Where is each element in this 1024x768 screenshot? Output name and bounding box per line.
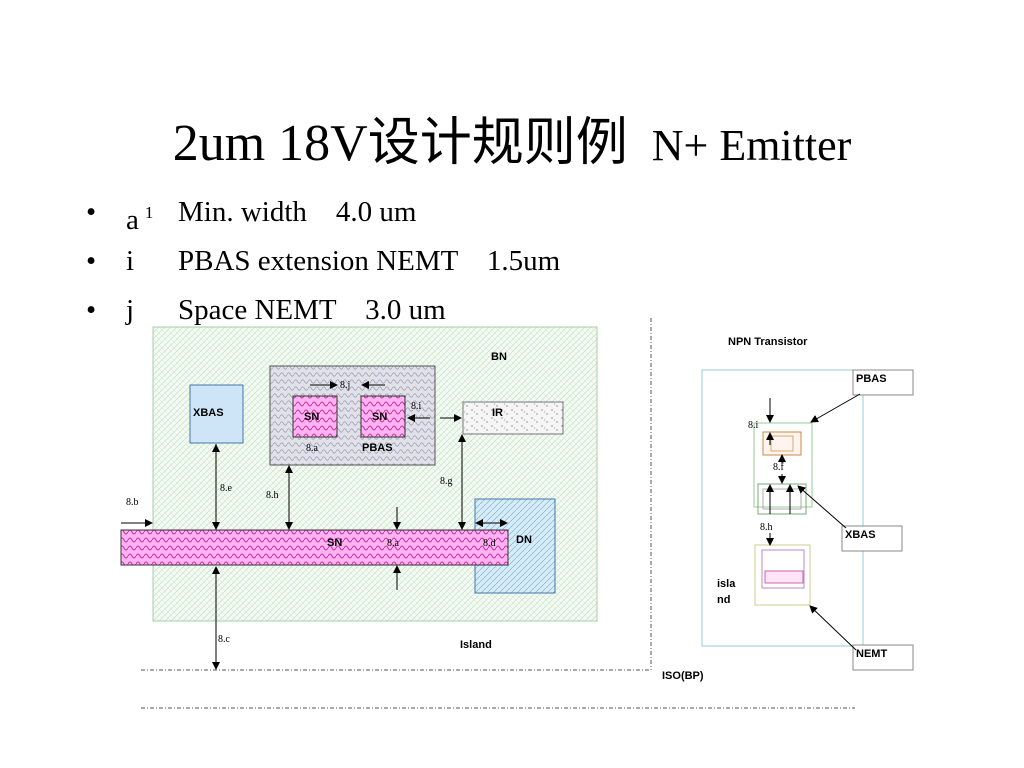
ir-box [462, 401, 564, 435]
dim-8a-bar-label: 8.a [387, 538, 400, 549]
dim-8b-label: 8.b [126, 497, 139, 508]
r-dim-8f-label: 8.f [773, 462, 785, 473]
title-sub: N+ Emitter [651, 121, 852, 170]
sn-bar-label: SN [327, 537, 342, 549]
npn-title: NPN Transistor [728, 336, 808, 348]
collector-outline [754, 544, 811, 606]
iso-label: ISO(BP) [662, 670, 704, 682]
xbas-pointer [797, 485, 847, 529]
pbas-label: PBAS [362, 442, 393, 454]
emitter-inner-1 [770, 435, 794, 452]
bullet-key: i [126, 237, 134, 286]
bullet-dot: • [86, 245, 97, 277]
bn-label: BN [491, 351, 507, 363]
pbas-pointer [810, 393, 861, 423]
bullet-text: Min. width 4.0 um [178, 196, 417, 228]
bullet-text: PBAS extension NEMT 1.5um [178, 245, 561, 277]
dim-8d-label: 8.d [483, 538, 496, 549]
bullet-key-letter: i [126, 245, 135, 277]
base-contact [757, 483, 807, 515]
dn-label: DN [516, 534, 532, 546]
sn-bar [120, 529, 509, 566]
left-layout: BN PBAS SN SN XBAS IR DN SN Island 8.j 8… [120, 318, 855, 709]
bullet-key-letter: a [126, 204, 139, 236]
bullet-dot: • [86, 196, 97, 228]
right-layout: NPN Transistor 8.i 8.f 8.h isla nd PBAS … [701, 336, 914, 671]
title-main: 2um 18V设计规则例 [172, 115, 628, 172]
bullet-key: j [126, 286, 134, 335]
collector-inner [761, 549, 805, 589]
nemt-callout-label: NEMT [856, 648, 887, 660]
dim-8h-label: 8.h [266, 490, 279, 501]
dim-8j-label: 8.j [340, 380, 350, 391]
island-label-right-1: isla [717, 578, 736, 590]
r-dim-8h-label: 8.h [760, 522, 773, 533]
sn-box-2 [360, 395, 406, 438]
xbas-label: XBAS [193, 407, 224, 419]
pbas-callout-label: PBAS [856, 373, 887, 385]
sn-box-1-label: SN [304, 411, 319, 423]
bullet-key-sup: 1 [144, 203, 154, 222]
sn-box-2-label: SN [372, 411, 387, 423]
dim-8i-label: 8.i [411, 401, 422, 412]
dim-8e-label: 8.e [220, 483, 233, 494]
bullet-key-letter: j [126, 294, 135, 326]
pbas-outline [753, 422, 813, 508]
sn-box-1 [292, 395, 338, 438]
island-outline [701, 369, 864, 647]
emitter-box-1 [762, 431, 802, 456]
island-label: Island [460, 639, 492, 651]
slide-title: 2um 18V设计规则例 N+ Emitter [0, 100, 1024, 175]
bullet-text: Space NEMT 3.0 um [178, 294, 446, 326]
island-label-right-2: nd [717, 594, 730, 606]
base-contact-inner [762, 488, 802, 510]
ir-label: IR [492, 407, 503, 419]
nemt-box [764, 570, 804, 584]
dim-8c-label: 8.c [218, 634, 231, 645]
bullet-dot: • [86, 294, 97, 326]
xbas-callout-label: XBAS [845, 529, 876, 541]
xbas-box [189, 384, 244, 444]
nemt-callout-box [852, 644, 914, 671]
dim-8g-label: 8.g [440, 476, 453, 487]
xbas-callout-box [841, 525, 903, 552]
r-dim-8i-label: 8.i [748, 420, 759, 431]
pbas-callout-box [852, 369, 914, 396]
nemt-pointer [809, 605, 857, 651]
dim-8a-top-label: 8.a [306, 443, 319, 454]
